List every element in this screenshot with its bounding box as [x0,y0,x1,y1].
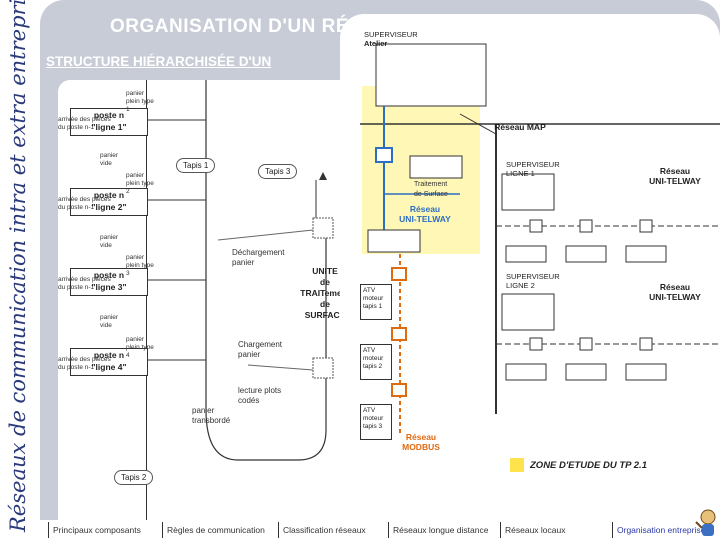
atv-line: moteur [363,295,384,302]
atv-line: tapis 2 [363,363,383,370]
panier-plein-3: panier plein type 3 [126,254,154,277]
sup-line: SUPERVISEUR [506,160,560,169]
net-line: Réseau [659,282,691,292]
sup-line: LIGNE 1 [506,169,535,178]
nav-reseaux-longue-distance[interactable]: Réseaux longue distance [388,522,496,538]
panier-vide-3: panier vide [100,314,119,329]
unite-line: UNITE [312,266,338,276]
zone-legend: ZONE D'ETUDE DU TP 2.1 [530,460,647,471]
atv-tapis-3: ATV moteur tapis 3 [360,404,392,440]
poste-line: "ligne 3" [91,282,127,292]
conveyor-tapis1 [146,80,206,520]
nav-principaux-composants[interactable]: Principaux composants [48,522,156,538]
panier-plein-2: panier plein type 2 [126,172,154,195]
network-diagram: SUPERVISEUR Atelier Réseau MAP SUPERVISE… [340,14,720,520]
footer-nav [40,520,720,540]
tapis-1-label: Tapis 1 [176,158,216,173]
unite-line: de [320,277,330,287]
sup-line: SUPERVISEUR [364,30,418,39]
chargement-label: Chargement panier [238,340,283,359]
atv-line: moteur [363,415,384,422]
panier-vide-1: panier vide [100,152,119,167]
panier-vide-2: panier vide [100,234,119,249]
traitement-line: de Surface [414,191,448,198]
net-line: MODBUS [402,442,440,452]
arrivee-text-1: arrivée des pièces du poste n-1 [58,116,111,131]
reseau-unitelway-blue: Réseau UNI-TELWAY [390,204,460,224]
net-line: Réseau [659,166,691,176]
net-line: UNI-TELWAY [399,214,451,224]
unite-traitement-surface: UNITE de TRAITement de SURFACE [296,266,354,328]
tapis-2-label: Tapis 2 [114,470,154,485]
superviseur-ligne-2: SUPERVISEUR LIGNE 2 [504,270,564,292]
net-line: UNI-TELWAY [649,292,701,302]
poste-label: poste n [93,270,125,280]
cartoon-character-icon [695,509,716,536]
net-line: Réseau [409,204,441,214]
unite-line: de [320,299,330,309]
arrivee-text-4: arrivée des pièces du poste n-1 [58,356,111,371]
transborde-label: panier transbordé [192,406,231,425]
poste-label: poste n [93,110,125,120]
network-lines [360,43,720,434]
nav-reseaux-locaux[interactable]: Réseaux locaux [500,522,600,538]
poste-label: poste n [93,350,125,360]
arrivee-text-2: arrivée des pièces du poste n-1 [58,196,111,211]
nav-classification-reseaux[interactable]: Classification réseaux [278,522,386,538]
superviseur-ligne-1: SUPERVISEUR LIGNE 1 [504,158,564,180]
net-line: Réseau [405,432,437,442]
nav-regles-communication[interactable]: Règles de communication [162,522,272,538]
sup-line: Atelier [364,39,388,48]
atv-line: tapis 1 [363,303,383,310]
poste-ligne-2: poste n "ligne 2" [70,188,148,216]
poste-label: poste n [93,190,125,200]
atv-line: tapis 3 [363,423,383,430]
poste-line: "ligne 1" [91,122,127,132]
poste-ligne-1: poste n "ligne 1" [70,108,148,136]
poste-line: "ligne 4" [91,362,127,372]
lecture-label: lecture plots codés [238,386,282,405]
production-line-diagram: poste n "ligne 1" poste n "ligne 2" post… [58,80,354,520]
poste-ligne-3: poste n "ligne 3" [70,268,148,296]
panier-plein-1: panier plein type 1 [126,90,154,113]
atv-line: ATV [363,407,376,414]
poste-line: "ligne 2" [91,202,127,212]
sup-line: LIGNE 2 [506,281,535,290]
reseau-unitelway-1: Réseau UNI-TELWAY [640,166,710,186]
zone-swatch [510,458,524,472]
reseau-modbus-label: Réseau MODBUS [396,432,446,452]
unite-line: TRAITement [300,288,350,298]
tapis-3-label: Tapis 3 [258,164,298,179]
unite-line: SURFACE [304,310,346,320]
arrivee-text-3: arrivée des pièces du poste n-1 [58,276,111,291]
traitement-label: Traitement de Surface [414,180,464,200]
traitement-line: Traitement [414,181,448,188]
atv-line: ATV [363,287,376,294]
atv-tapis-2: ATV moteur tapis 2 [360,344,392,380]
side-band: Réseaux de communication intra et extra … [0,0,40,540]
atv-line: ATV [363,347,376,354]
superviseur-atelier: SUPERVISEUR Atelier [362,28,432,50]
reseau-map-label: Réseau MAP [494,122,546,132]
nav-organisation-entreprise[interactable]: Organisation entreprise [612,522,708,538]
slide-subtitle: STRUCTURE HIÉRARCHISÉE D'UN [46,54,272,69]
atv-line: moteur [363,355,384,362]
net-line: UNI-TELWAY [649,176,701,186]
slide-title: ORGANISATION D'UN RÉSEAU [110,16,404,37]
poste-ligne-4: poste n "ligne 4" [70,348,148,376]
side-title: Réseaux de communication intra et extra … [6,0,30,532]
reseau-unitelway-2: Réseau UNI-TELWAY [640,282,710,302]
atv-tapis-1: ATV moteur tapis 1 [360,284,392,320]
dechargement-label: Déchargement panier [232,248,285,267]
panier-plein-4: panier plein type 4 [126,336,154,359]
sup-line: SUPERVISEUR [506,272,560,281]
